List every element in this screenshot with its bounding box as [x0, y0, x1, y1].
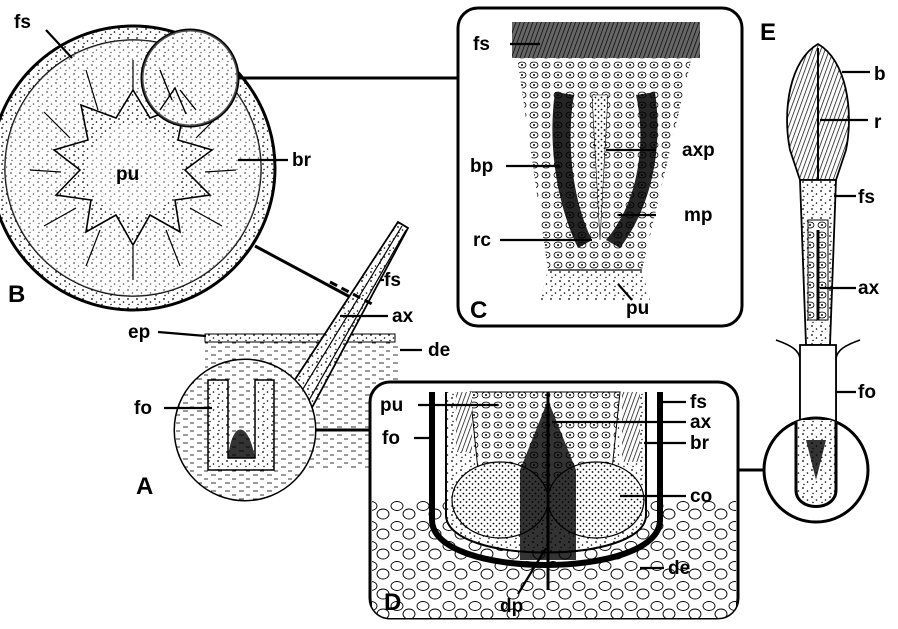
label-e-fo: fo: [858, 382, 876, 403]
label-c-mp: mp: [684, 205, 713, 226]
label-b-br: br: [292, 150, 312, 171]
label-c-rc: rc: [473, 230, 491, 251]
label-c-pu: pu: [626, 298, 649, 319]
label-a-ax: ax: [392, 306, 414, 327]
label-c-fs: fs: [473, 34, 490, 55]
label-d-ax: ax: [690, 412, 712, 433]
label-d-pu: pu: [380, 395, 403, 416]
label-c-bp: bp: [470, 156, 493, 177]
label-a-fo: fo: [134, 398, 152, 419]
label-a-fs: fs: [384, 270, 401, 291]
label-b-fs: fs: [14, 12, 31, 33]
label-a-de: de: [428, 340, 450, 361]
label-d-br: br: [690, 433, 710, 454]
label-d-de: de: [668, 558, 690, 579]
panel-letter-e: E: [760, 19, 776, 46]
panel-e-growing-feather: [764, 44, 868, 522]
label-e-ax: ax: [858, 278, 880, 299]
label-c-axp: axp: [682, 140, 715, 161]
panel-letter-b: B: [8, 281, 25, 308]
label-e-r: r: [874, 112, 882, 133]
panel-letter-c: C: [470, 297, 487, 324]
label-d-fo: fo: [382, 428, 400, 449]
label-d-dp: dp: [500, 596, 523, 617]
panel-letter-a: A: [136, 473, 153, 500]
leader-a-ep: [158, 332, 206, 336]
label-d-fs: fs: [690, 392, 707, 413]
label-b-pu: pu: [116, 164, 139, 185]
label-e-b: b: [874, 64, 886, 85]
panel-letter-d: D: [384, 589, 401, 616]
label-a-ep: ep: [128, 322, 150, 343]
label-d-co: co: [690, 486, 712, 507]
label-e-fs: fs: [858, 187, 875, 208]
panel-d-follicle-detail: [370, 382, 738, 618]
panel-c-detail: [458, 8, 742, 326]
